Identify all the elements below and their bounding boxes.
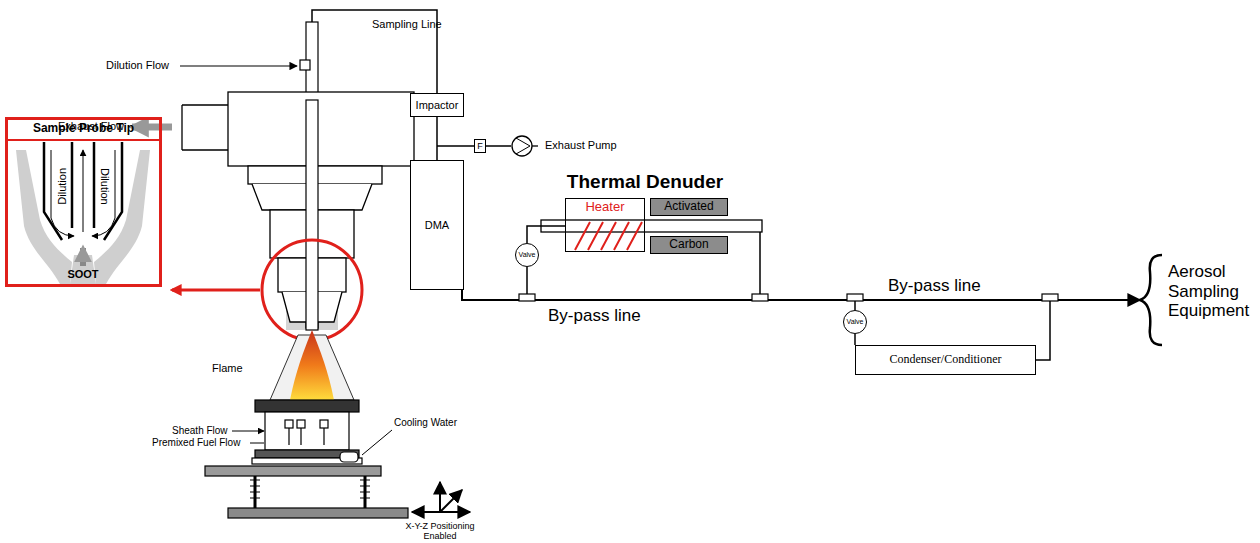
node-text: Heater (585, 200, 624, 215)
filter-box: F (474, 139, 486, 153)
node-text: Thermal Denuder (567, 171, 723, 193)
zoom-circle (262, 240, 362, 340)
flow-label: Dilution (98, 168, 111, 205)
flow-label: Sheath Flow (172, 425, 228, 437)
bracket (1140, 255, 1162, 345)
pump-label: Exhaust Pump (545, 139, 617, 152)
node-text: Carbon (669, 238, 708, 252)
xyz-axes (412, 482, 470, 512)
valve-circle: Valve (515, 243, 539, 267)
denuder-group: Thermal DenuderHeater ActivatedCarbon (560, 170, 730, 258)
sheath-leader (232, 431, 264, 432)
inset-box: Sample Probe Tip (5, 117, 162, 287)
zoom-arrow (172, 289, 260, 292)
exhaust-hood (182, 92, 414, 322)
fuel-leader (250, 443, 264, 444)
flow-label: Dilution (56, 168, 69, 205)
flame (290, 330, 334, 400)
pipe-connector (436, 117, 438, 160)
stage-label: X-Y-Z Positioning Enabled (398, 521, 482, 542)
positioning-stage (205, 466, 408, 518)
denuder-tube (541, 220, 762, 232)
node-text: F (477, 141, 483, 151)
node-text: Activated (664, 200, 713, 214)
heater-coil (575, 222, 642, 250)
carbon-box: Carbon (650, 236, 728, 254)
heater-box: Heater (565, 198, 645, 252)
cooling-leader (362, 430, 392, 455)
pipe-connector (854, 334, 856, 345)
tee-fitting (519, 294, 1058, 301)
node-text: Valve (519, 251, 536, 259)
denuder-line (527, 232, 760, 300)
dilution-port (300, 60, 310, 70)
flow-label: Cooling Water (394, 417, 457, 429)
dilution-arrow (180, 65, 297, 66)
node-text: DMA (425, 219, 449, 232)
burner (252, 400, 362, 464)
pipe-connector (527, 226, 565, 243)
carbon-box: Activated (650, 198, 728, 216)
line-label: Sampling Line (372, 18, 442, 31)
line-label: By-pass line (548, 306, 641, 326)
flow-label: Premixed Fuel Flow (152, 437, 240, 449)
flow-label: Exhaust Flow (58, 120, 124, 133)
node-text: Condenser/Conditioner (890, 353, 1002, 367)
node-text: Impactor (416, 99, 459, 112)
exhaust-arrow (132, 124, 172, 131)
line-label: By-pass line (888, 276, 981, 296)
node-text: Valve (847, 318, 864, 326)
soot-label: SOOT (67, 268, 98, 281)
exhaust-pump (512, 136, 538, 156)
valve-circle: Valve (843, 310, 867, 334)
flame-label: Flame (212, 362, 243, 375)
bypass-line (462, 290, 1140, 300)
probe-tip-inset (16, 142, 150, 284)
conditioner-box: Condenser/Conditioner (855, 345, 1036, 375)
impactor-box: Impactor (410, 93, 464, 117)
flow-label: Dilution Flow (106, 59, 169, 72)
equipment-label: Aerosol Sampling Equipment (1168, 262, 1256, 321)
dma-box: DMA (410, 160, 464, 290)
